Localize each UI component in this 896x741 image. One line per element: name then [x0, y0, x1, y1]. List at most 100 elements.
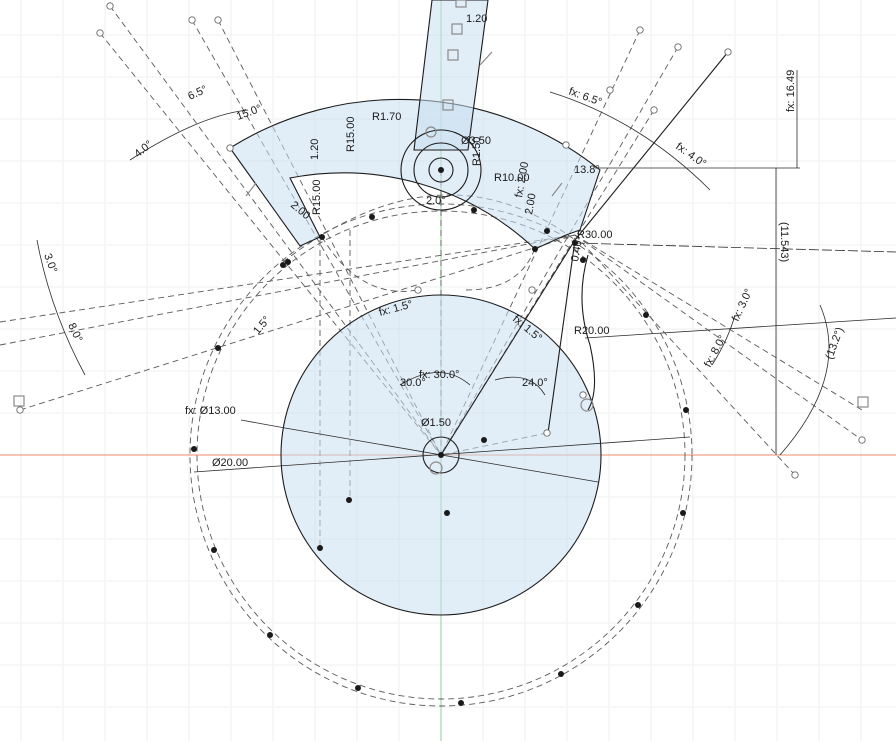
sketch-point[interactable]	[471, 207, 477, 213]
construction-endpoint[interactable]	[96, 29, 104, 37]
dimension-text[interactable]: 0.40	[569, 239, 585, 262]
dimension-text[interactable]: fx: 4.0°	[673, 141, 708, 171]
construction-line[interactable]	[574, 234, 796, 476]
dimension-text[interactable]: 30.0°	[400, 377, 426, 389]
coincident-constraint-icon[interactable]	[13, 395, 25, 407]
dimension-text[interactable]: (11.543)	[778, 222, 790, 262]
dimension-text[interactable]: fx: 8.0°	[702, 333, 729, 369]
sketch-point[interactable]	[438, 452, 444, 458]
construction-endpoint[interactable]	[16, 406, 24, 414]
construction-line[interactable]	[440, 109, 655, 456]
sketch-point[interactable]	[319, 234, 325, 240]
dimension-text[interactable]: Ø3.50	[461, 135, 491, 147]
dimension-text[interactable]: fx: Ø13.00	[185, 405, 236, 417]
dimension-text[interactable]: (13.2°)	[824, 326, 847, 361]
dimension-text[interactable]: Ø20.00	[212, 457, 248, 469]
dimension-text[interactable]: 4.0°	[132, 138, 155, 160]
sketch-point[interactable]	[211, 547, 217, 553]
link-line[interactable]	[574, 51, 729, 241]
construction-line[interactable]	[0, 234, 576, 323]
construction-line[interactable]	[19, 234, 576, 411]
midpoint-constraint-icon[interactable]	[442, 99, 454, 111]
midpoint-constraint-icon[interactable]	[455, 0, 467, 8]
hook-curve[interactable]	[581, 254, 596, 411]
tangent-constraint-icon[interactable]	[429, 461, 443, 475]
sketch-point[interactable]	[580, 257, 586, 263]
construction-line[interactable]	[217, 19, 442, 456]
dimension-text[interactable]: R1.70	[372, 111, 401, 123]
dimension-text[interactable]: 1.20	[309, 139, 321, 160]
midpoint-constraint-icon[interactable]	[447, 49, 459, 61]
dimension-text[interactable]: fx: 16.49	[785, 70, 797, 112]
sketch-point[interactable]	[532, 246, 538, 252]
dimension-text[interactable]: Ø1.50	[421, 417, 451, 429]
construction-endpoint[interactable]	[724, 48, 732, 56]
dimension-text[interactable]: 13.8°	[574, 164, 600, 176]
dimension-text[interactable]: R20.00	[574, 325, 609, 337]
sketch-point[interactable]	[558, 671, 564, 677]
sketch-point[interactable]	[369, 214, 375, 220]
dimension-text[interactable]: R1.50	[471, 137, 483, 166]
dimension-text[interactable]: 2.0°	[426, 195, 446, 207]
dimension-text[interactable]: R10.00	[494, 172, 529, 184]
construction-endpoint[interactable]	[562, 141, 570, 149]
construction-line[interactable]	[574, 234, 863, 411]
sketch-point[interactable]	[544, 228, 550, 234]
pivot-circle-inner[interactable]	[428, 157, 454, 183]
dimension-text[interactable]: 2.00	[523, 192, 539, 215]
construction-endpoint[interactable]	[606, 86, 614, 94]
sketch-point[interactable]	[683, 407, 689, 413]
construction-endpoint[interactable]	[226, 144, 234, 152]
construction-endpoint[interactable]	[650, 106, 658, 114]
dimension-text[interactable]: R15.00	[345, 117, 357, 152]
sketch-point[interactable]	[267, 632, 273, 638]
tangent-constraint-icon[interactable]	[580, 398, 594, 412]
sketch-point[interactable]	[346, 497, 352, 503]
construction-arc[interactable]	[465, 247, 536, 291]
dimension-text[interactable]: 1.20	[466, 13, 487, 25]
construction-endpoint[interactable]	[414, 286, 422, 294]
construction-endpoint[interactable]	[188, 16, 196, 24]
construction-endpoint[interactable]	[636, 26, 644, 34]
dimension-text[interactable]: 1.5°	[251, 314, 273, 337]
dimension-text[interactable]: fx: 30.0°	[419, 369, 459, 381]
sketch-point[interactable]	[438, 167, 444, 173]
tangent-constraint-icon[interactable]	[425, 126, 437, 138]
sketch-point[interactable]	[572, 240, 578, 246]
construction-endpoint[interactable]	[214, 16, 222, 24]
sketch-point[interactable]	[444, 510, 450, 516]
sketch-point[interactable]	[355, 685, 361, 691]
construction-circle-inner[interactable]	[196, 210, 686, 700]
sketch-point[interactable]	[280, 262, 286, 268]
construction-endpoint[interactable]	[579, 391, 587, 399]
construction-endpoint[interactable]	[791, 471, 799, 479]
sketch-point[interactable]	[215, 345, 221, 351]
construction-endpoint[interactable]	[543, 429, 551, 437]
pivot-circle-mid[interactable]	[413, 142, 469, 198]
construction-endpoint[interactable]	[674, 43, 682, 51]
link-line[interactable]	[440, 239, 576, 456]
dimension-text[interactable]: fx: 3.0°	[730, 287, 755, 323]
dimension-text[interactable]: R30.00	[577, 229, 612, 241]
curved-arm-profile[interactable]	[229, 98, 601, 250]
coincident-constraint-icon[interactable]	[857, 396, 869, 408]
parallel-constraint-icon[interactable]	[551, 182, 563, 197]
construction-line[interactable]	[0, 234, 576, 346]
sketch-point[interactable]	[191, 446, 197, 452]
construction-arc[interactable]	[321, 236, 419, 292]
dimension-text[interactable]: 6.5°	[186, 84, 209, 103]
dimension-text[interactable]: 24.0°	[522, 377, 548, 389]
parallel-constraint-icon[interactable]	[479, 51, 493, 66]
sketch-point[interactable]	[643, 312, 649, 318]
construction-endpoint[interactable]	[858, 436, 866, 444]
vertical-stem-profile[interactable]	[413, 0, 489, 151]
sketch-point[interactable]	[458, 700, 464, 706]
sketch-point[interactable]	[635, 602, 641, 608]
center-circle[interactable]	[422, 436, 460, 474]
parallel-constraint-icon[interactable]	[245, 182, 257, 197]
link-line[interactable]	[547, 239, 576, 434]
dimension-text[interactable]: R15.00	[311, 180, 323, 215]
pivot-circle-outer[interactable]	[400, 129, 482, 211]
sketch-point[interactable]	[481, 437, 487, 443]
